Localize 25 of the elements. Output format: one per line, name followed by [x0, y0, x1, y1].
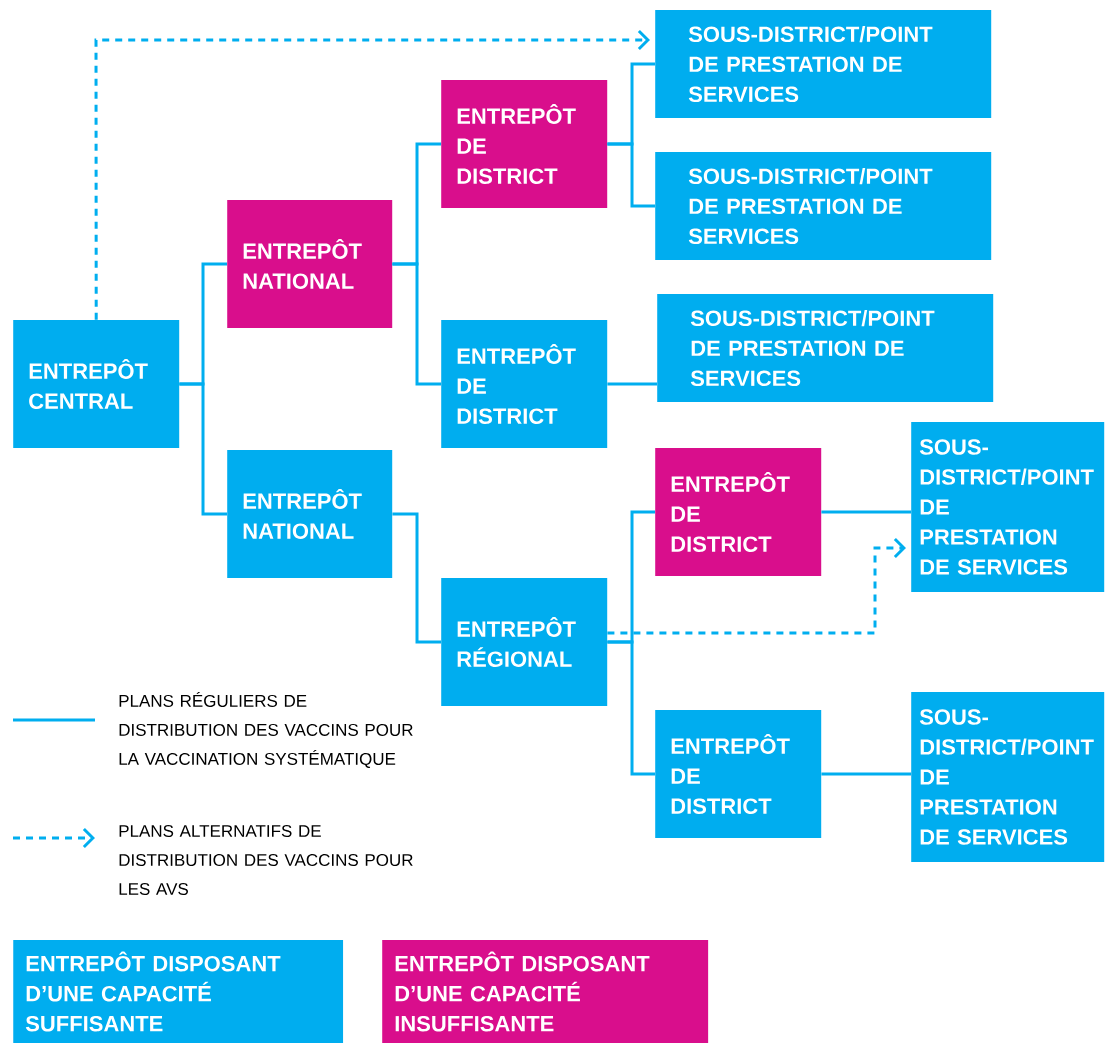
service-point-box: SOUS-DISTRICT/POINT DE PRESTATION DE SERVICES	[655, 152, 992, 260]
warehouse-box: ENTREPÔT DE DISTRICT	[655, 710, 822, 838]
connector-line	[607, 142, 655, 208]
warehouse-box: ENTREPÔT DE DISTRICT	[655, 448, 822, 576]
service-point-box: SOUS-DISTRICT/POINT DE PRESTATION DE SERVICES	[911, 692, 1105, 862]
service-point-box: SOUS-DISTRICT/POINT DE PRESTATION DE SERVICES	[657, 294, 994, 402]
connector-line	[607, 640, 655, 776]
warehouse-box: ENTREPÔT DE DISTRICT	[441, 320, 608, 448]
connector-line	[392, 512, 441, 644]
connector-line	[179, 382, 227, 516]
connector-line	[607, 382, 657, 386]
warehouse-box: ENTREPÔT CENTRAL	[13, 320, 180, 448]
service-point-box: SOUS-DISTRICT/POINT DE PRESTATION DE SERVICES	[655, 10, 992, 118]
connector-line	[392, 262, 441, 386]
service-point-box: SOUS-DISTRICT/POINT DE PRESTATION DE SERVICES	[911, 422, 1105, 592]
connector-line	[821, 510, 911, 514]
dashed-arrow	[607, 537, 906, 635]
warehouse-box: ENTREPÔT NATIONAL	[227, 450, 393, 578]
warehouse-box: ENTREPÔT RÉGIONAL	[441, 578, 608, 706]
legend-text: PLANS RÉGULIERS DE DISTRIBUTION DES VACCINS POUR LA VACCINATION SYSTÉMATIQUE	[119, 692, 413, 768]
dashed-arrow	[94, 29, 650, 320]
connector-line	[821, 772, 911, 776]
warehouse-box: ENTREPÔT DE DISTRICT	[441, 80, 608, 208]
legend-text: PLANS ALTERNATIFS DE DISTRIBUTION DES VACCINS POUR LES AVS	[119, 825, 413, 895]
warehouse-box: ENTREPÔT NATIONAL	[227, 200, 393, 328]
